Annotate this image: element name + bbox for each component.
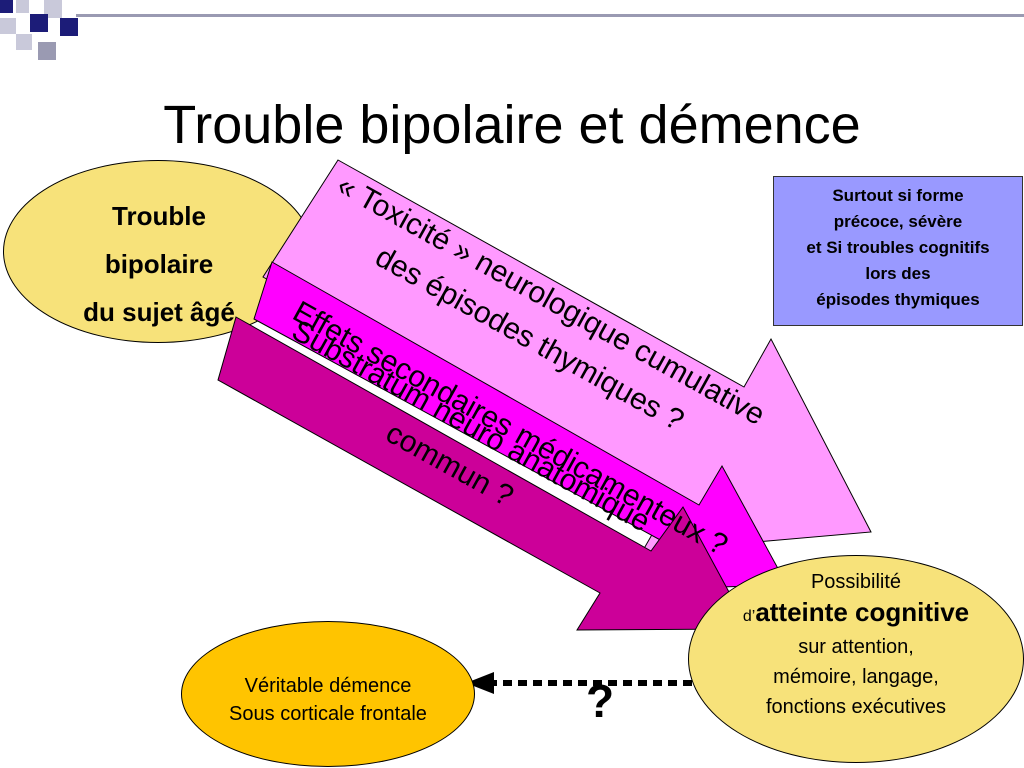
box-line4: lors des	[865, 264, 931, 283]
bipolar-ellipse-text: Trouble bipolaire du sujet âgé	[44, 192, 274, 336]
deco-square-navy-1	[0, 0, 13, 13]
cognitive-line5: fonctions exécutives	[765, 696, 947, 718]
deco-square-navy-3	[60, 18, 78, 36]
deco-square-navy-2	[30, 14, 48, 32]
bipolar-line2: bipolaire	[104, 249, 214, 279]
slide-title: Trouble bipolaire et démence	[163, 95, 861, 155]
title-rule	[76, 14, 1024, 17]
dementia-line1: Véritable démence	[244, 675, 412, 697]
cognitive-ellipse	[688, 555, 1024, 763]
cognitive-line4: mémoire, langage,	[773, 666, 939, 688]
deco-square-grey-2	[44, 0, 62, 18]
dementia-line2: Sous corticale frontale	[229, 703, 427, 725]
question-mark: ?	[586, 675, 615, 727]
cognitive-prefix: d’	[742, 608, 756, 625]
connector-arrowhead	[466, 672, 494, 694]
condition-box: Surtout si forme précoce, sévère et Si t…	[773, 176, 1023, 326]
dementia-ellipse	[181, 621, 475, 767]
cognitive-emphasis: atteinte cognitive	[755, 597, 970, 627]
box-line5: épisodes thymiques	[816, 290, 980, 309]
box-line3: et Si troubles cognitifs	[806, 238, 990, 257]
cognitive-line1: Possibilité	[810, 571, 902, 593]
deco-square-grey-4	[16, 34, 32, 50]
deco-square-grey-1	[16, 0, 29, 13]
deco-square-grey-5	[38, 42, 56, 60]
dementia-ellipse-text: Véritable démence Sous corticale frontal…	[181, 672, 475, 728]
bipolar-line3: du sujet âgé	[83, 297, 235, 327]
cognitive-line2: d’atteinte cognitive	[696, 597, 1016, 632]
cognitive-ellipse-text: Possibilité d’atteinte cognitive sur att…	[696, 567, 1016, 722]
deco-square-grey-3	[0, 18, 16, 34]
box-line1: Surtout si forme	[832, 186, 964, 205]
arrow-substratum	[217, 316, 750, 631]
box-line2: précoce, sévère	[833, 212, 963, 231]
bipolar-line1: Trouble	[112, 201, 206, 231]
cognitive-line3: sur attention,	[798, 636, 914, 658]
